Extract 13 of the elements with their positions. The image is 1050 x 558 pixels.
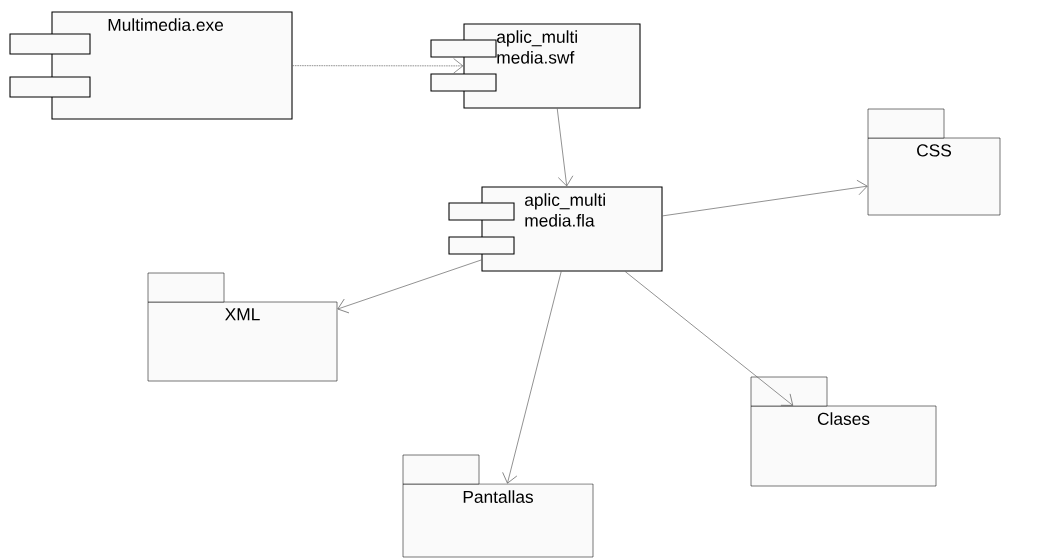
component-box: aplic_multi media.fla: [448, 186, 663, 272]
arrow: [556, 108, 574, 187]
arrow: [337, 259, 482, 314]
arrow: [624, 271, 794, 406]
arrow: [292, 58, 464, 74]
package-folder: XML: [147, 272, 338, 382]
package-folder: Pantallas: [402, 454, 594, 558]
package-folder: Clases: [750, 376, 937, 487]
arrow: [502, 271, 562, 484]
component-box: Multimedia.exe: [9, 11, 293, 120]
component-box: aplic_multi media.swf: [430, 23, 641, 109]
package-folder: CSS: [867, 108, 1001, 216]
arrow: [662, 179, 868, 217]
